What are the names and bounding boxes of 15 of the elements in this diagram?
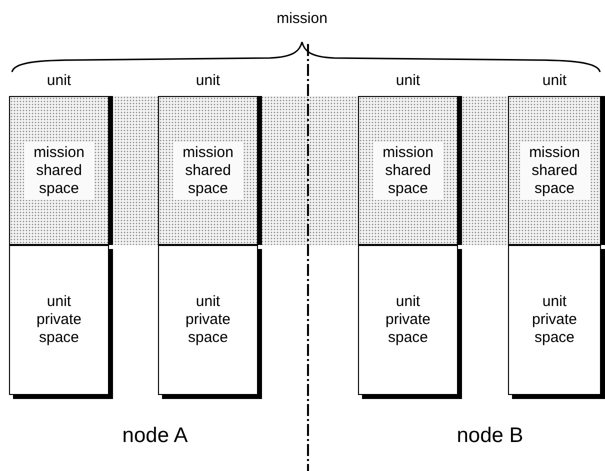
column-label: unit: [396, 72, 420, 89]
column-label: unit: [46, 72, 72, 89]
column-label: unit: [542, 72, 567, 89]
node-label: node A: [122, 424, 188, 448]
node-label: node B: [456, 424, 524, 448]
box-text: mission shared space: [173, 142, 243, 200]
box-text: mission shared space: [24, 142, 94, 200]
column-label: unit: [196, 72, 220, 89]
box-text: unit private space: [530, 293, 578, 347]
box-text: mission shared space: [373, 142, 443, 200]
box-text: unit private space: [184, 293, 232, 347]
box-text: unit private space: [35, 293, 83, 347]
box-text: unit private space: [384, 293, 432, 347]
brace-label: mission: [276, 10, 328, 27]
box-text: mission shared space: [520, 142, 590, 200]
